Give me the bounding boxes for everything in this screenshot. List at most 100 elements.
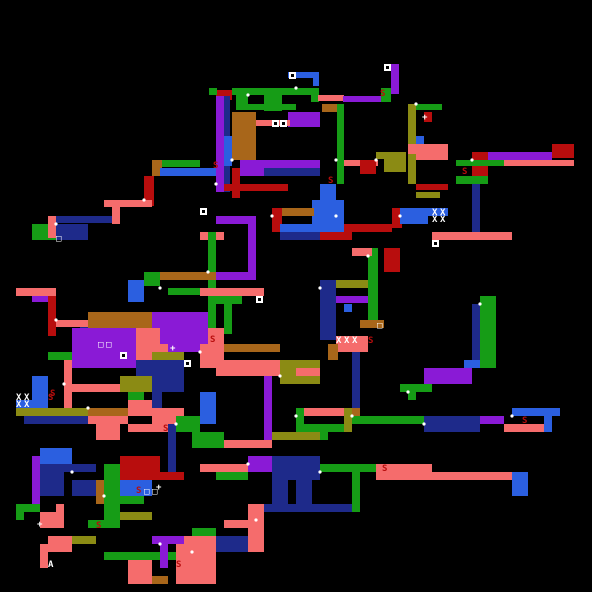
room-salmon [56,320,88,327]
room-salmon [296,408,352,416]
room-red [344,224,392,232]
room-blue [160,168,216,176]
room-green [320,432,328,440]
room-salmon [48,536,72,552]
health-item-icon: + [156,483,162,493]
room-green [48,352,72,360]
door-marker [86,406,90,410]
save-point-icon: S [50,389,55,399]
room-green [160,160,200,167]
room-red [360,160,376,174]
room-blue [544,408,552,432]
room-salmon [296,368,320,376]
room-olive [344,408,352,432]
door-marker [254,518,258,522]
save-point-icon: S [462,167,467,177]
room-olive [376,152,406,159]
room-blue [40,448,72,464]
door-marker [198,350,202,354]
room-olive [384,158,406,172]
room-brown [360,320,384,328]
room-red [224,184,288,191]
room-purple [32,296,56,302]
room-salmon [16,288,56,296]
room-salmon [112,200,120,224]
locked-block-icon: X [440,215,446,225]
room-red [392,208,402,228]
door-marker [206,270,210,274]
room-olive [120,376,152,392]
door-marker [102,494,106,498]
room-red [424,112,432,122]
room-purple [152,536,192,544]
room-navy [216,536,256,552]
room-brown [88,312,152,328]
room-navy [352,352,360,412]
save-point-icon: S [96,521,101,531]
room-green [368,248,378,328]
locked-block-icon: X [24,393,30,403]
room-olive [336,280,368,288]
room-olive [272,432,320,440]
room-blue [128,280,144,302]
locked-block-icon: X [24,400,30,410]
door-marker [478,302,482,306]
item-slot-icon: □ [56,234,62,244]
room-brown [152,160,162,176]
save-point-icon: S [163,424,168,434]
room-navy [152,392,162,416]
room-green [232,88,318,95]
room-salmon [96,416,120,440]
item-slot-icon: □ [98,340,104,350]
room-blue [224,136,232,166]
room-red [320,232,352,240]
door-marker [398,214,402,218]
door-marker [214,182,218,186]
room-purple [160,544,168,568]
room-green [352,416,424,424]
room-brown [152,576,168,584]
door-marker [318,470,322,474]
room-brown [280,208,314,216]
room-salmon [224,440,272,448]
save-point-icon: S [382,464,387,474]
save-point-icon: S [380,89,385,99]
room-brown [322,104,340,112]
room-red [232,168,240,198]
room-navy [272,456,320,480]
save-point-icon: S [48,393,53,403]
room-green [408,104,442,110]
room-purple [32,456,40,512]
room-red [216,90,232,100]
locked-block-icon: X [352,336,358,346]
room-green [236,95,248,105]
room-green [208,232,216,332]
room-salmon [336,336,368,352]
door-marker [158,542,162,546]
room-red [144,176,154,206]
room-green [408,384,416,400]
room-blue [400,208,448,216]
health-item-icon: + [422,113,428,123]
room-blue [400,216,428,224]
room-blue [16,400,48,408]
locked-block-icon: X [16,400,22,410]
room-blue [200,392,216,424]
item-box-hole [258,298,261,301]
item-slot-icon: □ [377,321,383,331]
room-purple [248,216,256,276]
room-purple [216,216,256,224]
room-green [208,296,242,304]
door-marker [190,550,194,554]
room-blue [512,408,560,416]
room-red [552,144,574,158]
door-marker [158,286,162,290]
room-blue [512,472,528,496]
room-salmon [224,520,256,528]
room-olive [416,192,440,198]
room-salmon [352,248,372,256]
room-blue [320,184,336,200]
room-blue [280,224,320,234]
item-box-hole [291,74,294,77]
room-green [104,464,120,528]
